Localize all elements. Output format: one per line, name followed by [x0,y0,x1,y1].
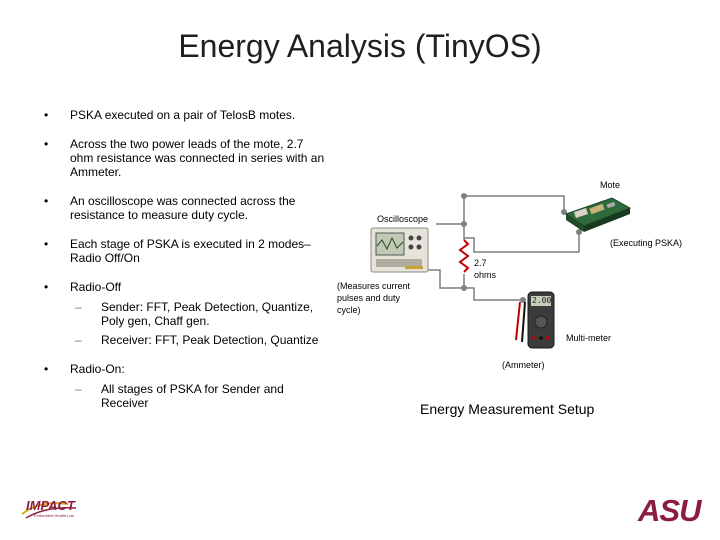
bullet-item: Across the two power leads of the mote, … [44,137,326,179]
oscilloscope-icon [370,227,429,273]
sub-bullet-item: Receiver: FFT, Peak Detection, Quantize [75,333,326,347]
bullet-list: PSKA executed on a pair of TelosB motes.… [44,108,326,415]
mote-board-icon [564,197,632,232]
oscilloscope-label: Oscilloscope [377,214,429,224]
multimeter-label: Multi-meter [566,333,612,343]
circuit-wires [426,195,580,301]
bullet-item: Each stage of PSKA is executed in 2 mode… [44,237,326,265]
multimeter-icon [515,291,555,349]
mote-note: (Executing PSKA) [610,238,683,248]
sub-bullet-item: Sender: FFT, Peak Detection, Quantize, P… [75,300,326,328]
sub-bullet-item: All stages of PSKA for Sender and Receiv… [75,382,326,410]
impact-logo: IMPACT Embedded Health Lab [20,496,80,522]
meter-display-reading: 2.00 [532,296,552,305]
ammeter-note: (Ammeter) [502,360,545,370]
bullet-item: An oscilloscope was connected across the… [44,194,326,222]
impact-logo-subtext: Embedded Health Lab [34,513,74,518]
asu-logo: ASU [638,494,708,528]
asu-logo-text: ASU [638,493,701,528]
resistor-symbol [458,239,470,273]
impact-logo-mark [21,502,77,519]
bullet-item: PSKA executed on a pair of TelosB motes. [44,108,326,122]
slide-title: Energy Analysis (TinyOS) [178,28,542,64]
mote-label: Mote [600,180,621,190]
resistor-value-label: 2.7 ohms [474,258,497,280]
oscilloscope-note: (Measures current pulses and duty cycle) [337,281,411,315]
diagram-caption: Energy Measurement Setup [420,401,595,417]
impact-logo-text: IMPACT [26,498,75,513]
wire-junction-dots [461,193,582,303]
bullet-item: Radio-On: [44,362,326,376]
bullet-item: Radio-Off [44,280,326,294]
